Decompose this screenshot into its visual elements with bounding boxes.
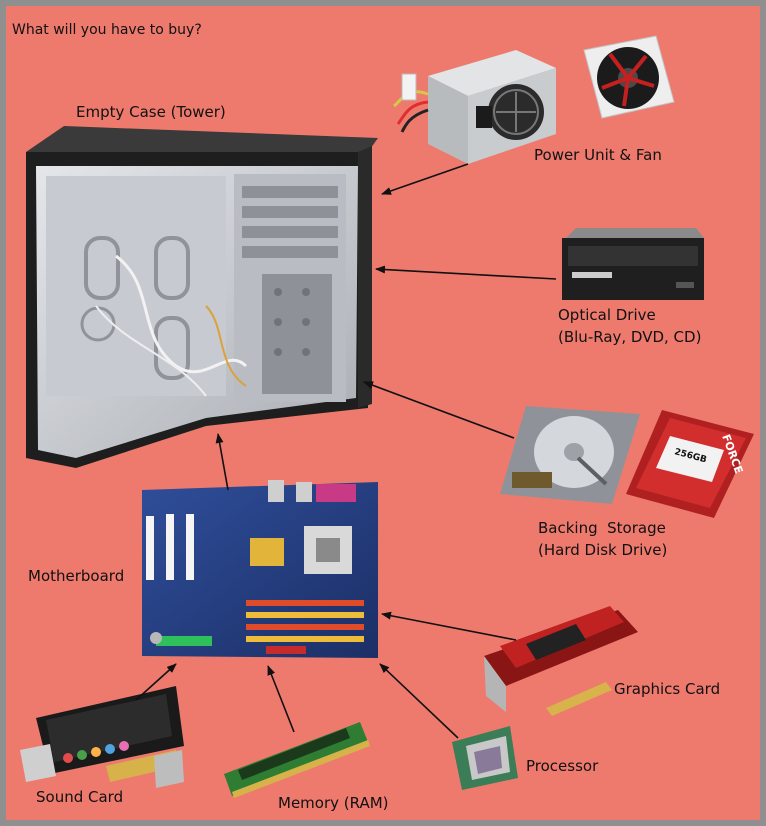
optical-drive-label-line1: Optical Drive [558,306,656,324]
arrow-storage-to-case [363,381,515,439]
arrow-power-to-case [381,163,469,195]
hard-disk-image [500,406,640,504]
arrow-optical-to-case [375,265,557,280]
case-label: Empty Case (Tower) [76,103,226,121]
arrow-processor-to-motherboard [379,663,459,739]
connector-arrows [135,163,557,739]
graphics-card-label: Graphics Card [614,680,721,698]
storage-label-line1: Backing Storage [538,519,666,537]
processor-label: Processor [526,757,599,775]
storage-label-line2: (Hard Disk Drive) [538,541,668,559]
memory-label: Memory (RAM) [278,794,389,812]
optical-drive-label: Optical Drive (Blu-Ray, DVD, CD) [558,306,718,346]
arrow-graphics-to-motherboard [381,611,517,641]
graphics-card-image [484,606,638,716]
arrow-motherboard-to-case [215,433,229,491]
motherboard-label: Motherboard [28,567,125,585]
page-title: What will you have to buy? [12,22,202,38]
tower-case-image [26,126,378,468]
power-unit-label: Power Unit & Fan [534,146,662,164]
processor-image [452,726,518,790]
storage-label: Backing Storage (Hard Disk Drive) [538,519,667,559]
case-fan-image [583,35,675,119]
ram-stick-image [224,722,370,798]
ssd-image: FORCE 256GB [626,410,754,518]
arrow-sound-to-motherboard [135,663,177,701]
motherboard-image [142,480,378,658]
optical-drive-label-line2: (Blu-Ray, DVD, CD) [558,328,702,346]
power-supply-image [393,50,556,164]
illustration-layer: FORCE 256GB [20,35,754,798]
sound-card-image [20,686,184,788]
arrow-memory-to-motherboard [267,665,295,733]
optical-drive-image [562,228,704,300]
sound-card-label: Sound Card [36,788,124,806]
